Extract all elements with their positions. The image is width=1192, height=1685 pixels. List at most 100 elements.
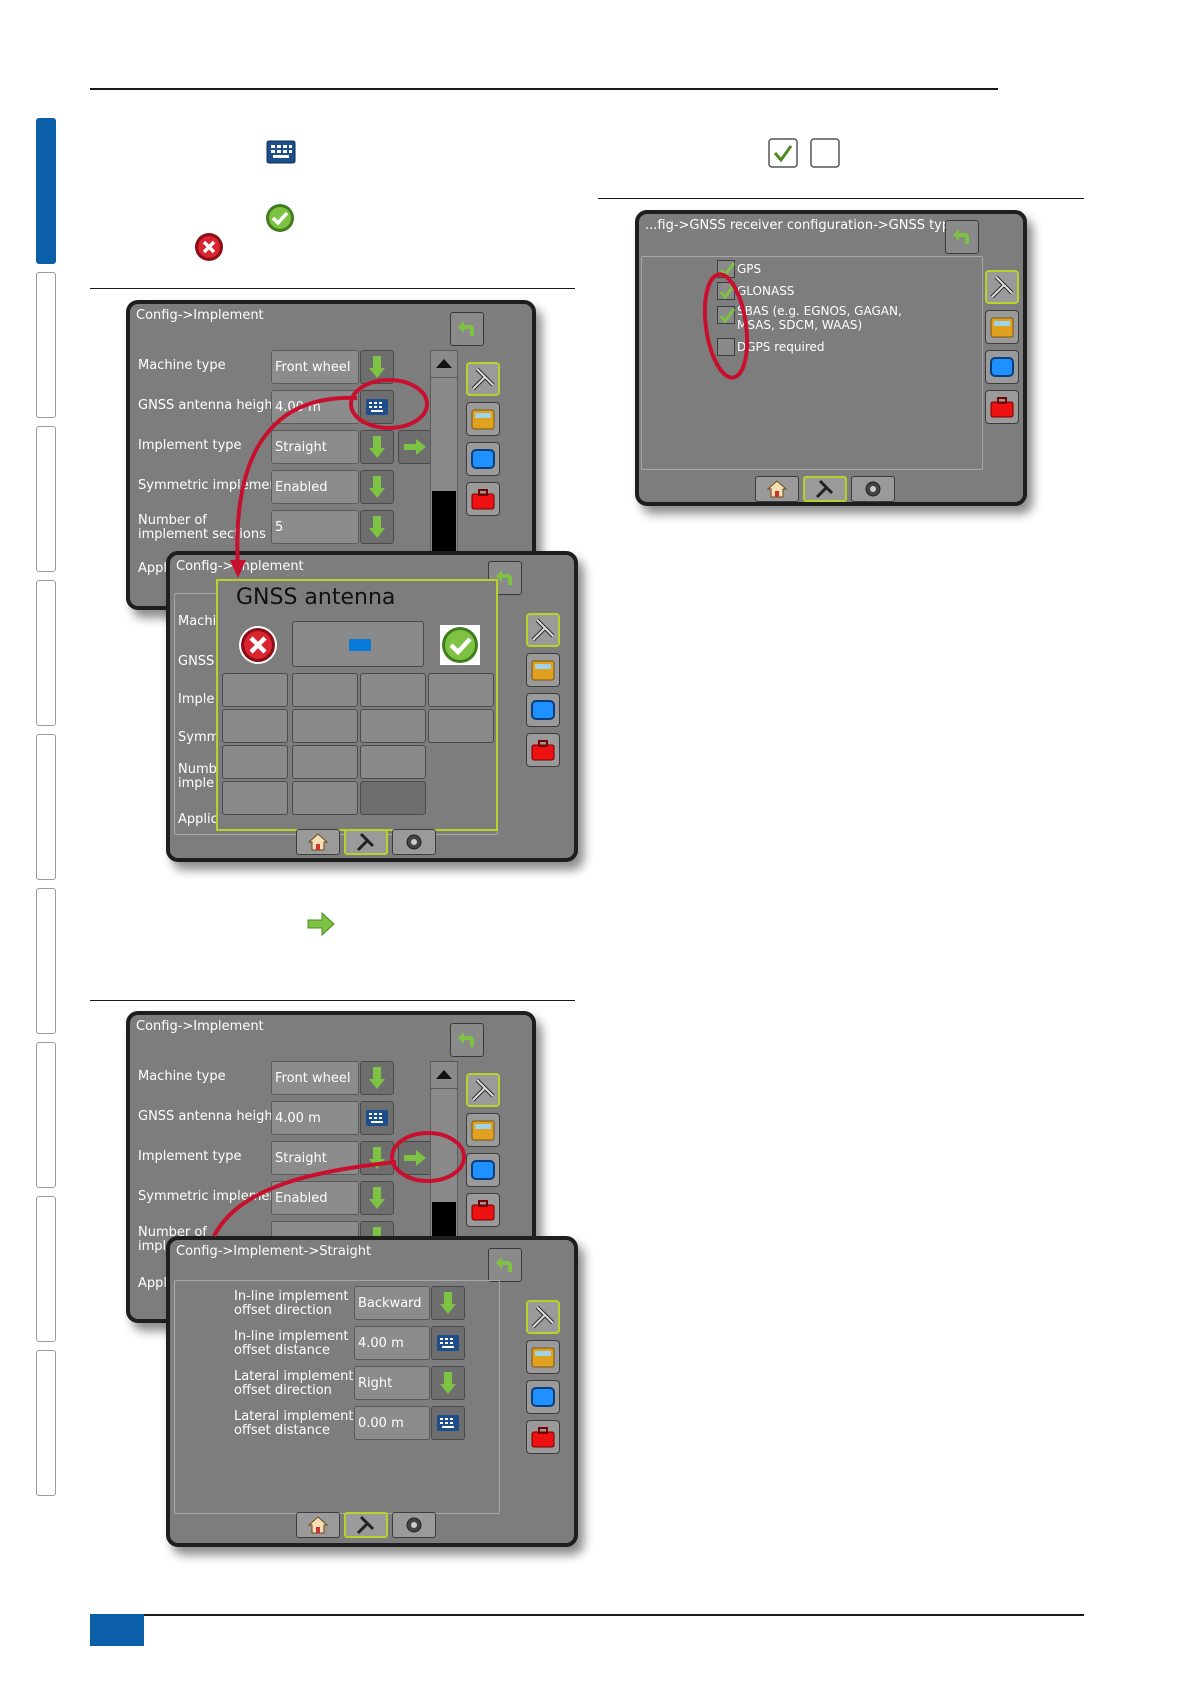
symmetric-implement-dropdown-button[interactable]: [360, 470, 394, 504]
symmetric-implement-value[interactable]: Enabled: [271, 1181, 359, 1215]
fields-side-button[interactable]: [466, 1113, 500, 1147]
display-side-button[interactable]: [526, 693, 560, 727]
inline-offset-distance-value[interactable]: 4.00 m: [354, 1326, 430, 1360]
implement-sections-value[interactable]: 5: [271, 510, 359, 544]
side-tab-2[interactable]: [36, 272, 56, 418]
fields-side-button[interactable]: [526, 1340, 560, 1374]
implement-type-next-button[interactable]: [398, 1141, 432, 1175]
keypad-key[interactable]: [292, 781, 358, 815]
gnss-antenna-height-keyboard-button[interactable]: [360, 1101, 394, 1135]
side-tab-1[interactable]: [36, 118, 56, 264]
implement-sections-dropdown-button[interactable]: [360, 510, 394, 544]
scroll-thumb[interactable]: [432, 491, 456, 551]
keypad-key[interactable]: [360, 709, 426, 743]
keypad-key[interactable]: [292, 673, 358, 707]
toolbox-side-button[interactable]: [985, 390, 1019, 424]
keypad-entry-field[interactable]: [292, 621, 424, 667]
keypad-key[interactable]: [222, 709, 288, 743]
keypad-key[interactable]: [222, 781, 288, 815]
display-side-button[interactable]: [466, 442, 500, 476]
implement-type-dropdown-button[interactable]: [360, 430, 394, 464]
home-tab[interactable]: [755, 476, 799, 502]
keypad-key[interactable]: [292, 709, 358, 743]
home-tab[interactable]: [296, 1512, 340, 1538]
keypad-key[interactable]: [360, 745, 426, 779]
display-side-button[interactable]: [466, 1153, 500, 1187]
toolbox-side-button[interactable]: [466, 482, 500, 516]
toolbox-side-button[interactable]: [466, 1193, 500, 1227]
inline-offset-direction-dropdown-button[interactable]: [431, 1286, 465, 1320]
keypad-key[interactable]: [292, 745, 358, 779]
gnss-antenna-height-value[interactable]: 4.00 m: [271, 1101, 359, 1135]
toolbox-side-button[interactable]: [526, 733, 560, 767]
back-button[interactable]: [488, 1248, 522, 1282]
lateral-offset-direction-value[interactable]: Right: [354, 1366, 430, 1400]
row-label-implement-type: Implement type: [138, 438, 242, 453]
side-tab-8[interactable]: [36, 1196, 56, 1342]
keypad-key[interactable]: [428, 673, 494, 707]
inline-offset-direction-value[interactable]: Backward: [354, 1286, 430, 1320]
fields-side-button[interactable]: [526, 653, 560, 687]
camera-tab[interactable]: [392, 1512, 436, 1538]
scroll-up-button[interactable]: [431, 351, 457, 378]
gnss-antenna-height-value[interactable]: 4.00 m: [271, 390, 359, 424]
toolbox-icon: [990, 397, 1014, 418]
tools-tab[interactable]: [344, 829, 388, 855]
home-tab[interactable]: [296, 829, 340, 855]
display-side-button[interactable]: [985, 350, 1019, 384]
side-tab-3[interactable]: [36, 426, 56, 572]
tools-tab[interactable]: [344, 1512, 388, 1538]
display-side-button[interactable]: [526, 1380, 560, 1414]
back-arrow-icon: [953, 229, 969, 244]
hidden-label-4: Symm: [178, 730, 220, 745]
inline-offset-distance-keyboard-button[interactable]: [431, 1326, 465, 1360]
camera-tab[interactable]: [851, 476, 895, 502]
camera-tab[interactable]: [392, 829, 436, 855]
machine-type-value[interactable]: Front wheel: [271, 350, 359, 384]
side-tab-9[interactable]: [36, 1350, 56, 1496]
cancel-button[interactable]: [238, 625, 278, 665]
side-tab-6[interactable]: [36, 888, 56, 1034]
tools-side-button[interactable]: [526, 1300, 560, 1334]
tools-side-button[interactable]: [526, 613, 560, 647]
tools-side-button[interactable]: [466, 362, 500, 396]
lateral-offset-distance-keyboard-button[interactable]: [431, 1406, 465, 1440]
tools-icon: [356, 832, 375, 852]
keypad-key[interactable]: [222, 745, 288, 779]
scroll-up-button[interactable]: [431, 1062, 457, 1089]
lateral-offset-direction-dropdown-button[interactable]: [431, 1366, 465, 1400]
toolbox-side-button[interactable]: [526, 1420, 560, 1454]
side-tab-7[interactable]: [36, 1042, 56, 1188]
lateral-offset-distance-value[interactable]: 0.00 m: [354, 1406, 430, 1440]
implement-type-next-button[interactable]: [398, 430, 432, 464]
symmetric-implement-value[interactable]: Enabled: [271, 470, 359, 504]
keypad-key[interactable]: [428, 709, 494, 743]
dgps-required-checkbox[interactable]: [717, 338, 735, 356]
machine-type-dropdown-button[interactable]: [360, 1061, 394, 1095]
machine-type-dropdown-button[interactable]: [360, 350, 394, 384]
keypad-key[interactable]: [222, 673, 288, 707]
sbas-checkbox[interactable]: [717, 306, 736, 324]
fields-side-button[interactable]: [466, 402, 500, 436]
symmetric-implement-dropdown-button[interactable]: [360, 1181, 394, 1215]
implement-type-dropdown-button[interactable]: [360, 1141, 394, 1175]
tools-side-button[interactable]: [466, 1073, 500, 1107]
tools-tab[interactable]: [803, 476, 847, 502]
back-button[interactable]: [945, 220, 979, 254]
gnss-antenna-height-keyboard-button[interactable]: [360, 390, 394, 424]
machine-type-value[interactable]: Front wheel: [271, 1061, 359, 1095]
gps-checkbox[interactable]: [717, 260, 736, 278]
fields-side-button[interactable]: [985, 310, 1019, 344]
accept-button[interactable]: [440, 625, 480, 665]
tools-side-button[interactable]: [985, 270, 1019, 304]
back-button[interactable]: [450, 312, 484, 346]
keypad-key[interactable]: [360, 673, 426, 707]
back-arrow-icon: [458, 1032, 474, 1047]
implement-type-value[interactable]: Straight: [271, 1141, 359, 1175]
side-tab-4[interactable]: [36, 580, 56, 726]
side-tab-5[interactable]: [36, 734, 56, 880]
glonass-checkbox[interactable]: [717, 282, 736, 300]
implement-type-value[interactable]: Straight: [271, 430, 359, 464]
back-button[interactable]: [450, 1023, 484, 1057]
scrollbar[interactable]: [430, 350, 458, 580]
